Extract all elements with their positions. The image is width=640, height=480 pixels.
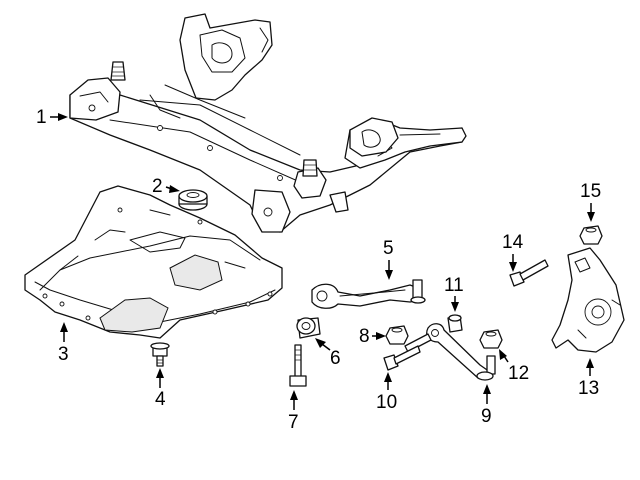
nut-15 <box>579 225 603 245</box>
callout-number-3: 3 <box>58 344 69 365</box>
nut-12 <box>479 329 503 349</box>
callout-8: 8 <box>359 326 386 347</box>
callout-number-11: 11 <box>444 275 464 296</box>
callout-4: 4 <box>155 368 166 410</box>
steering-knuckle <box>551 247 625 353</box>
callout-number-8: 8 <box>359 326 370 347</box>
callout-2: 2 <box>152 176 180 197</box>
engine-undercover <box>24 185 283 339</box>
callout-number-1: 1 <box>36 107 47 128</box>
callout-number-6: 6 <box>330 348 341 369</box>
subframe-crossmember <box>69 13 467 233</box>
callout-number-2: 2 <box>152 176 163 197</box>
callout-11: 11 <box>444 275 464 312</box>
callout-7: 7 <box>288 390 299 433</box>
spring-seat <box>178 189 208 211</box>
callout-number-4: 4 <box>155 389 166 410</box>
callout-14: 14 <box>502 232 524 272</box>
bolt-10 <box>383 345 421 371</box>
callout-3: 3 <box>58 322 69 365</box>
callout-12: 12 <box>499 349 529 384</box>
callout-number-7: 7 <box>288 412 299 433</box>
callout-1: 1 <box>36 107 68 128</box>
callout-13: 13 <box>578 358 599 399</box>
control-arm-upper <box>311 279 426 309</box>
nut-8 <box>385 325 409 345</box>
callout-number-14: 14 <box>502 232 524 253</box>
callout-6: 6 <box>315 338 341 369</box>
callout-15: 15 <box>580 181 601 222</box>
callout-5: 5 <box>383 238 394 280</box>
control-arm-bushing <box>296 317 321 339</box>
bolt-14 <box>509 259 549 287</box>
callout-number-10: 10 <box>376 392 397 413</box>
undercover-bolt <box>150 342 170 367</box>
callout-number-5: 5 <box>383 238 394 259</box>
control-arm-lower <box>404 323 496 381</box>
callout-number-15: 15 <box>580 181 601 202</box>
callout-9: 9 <box>481 384 492 427</box>
callout-10: 10 <box>376 372 397 413</box>
callout-number-13: 13 <box>578 378 599 399</box>
bushing-11 <box>447 314 463 333</box>
callout-number-12: 12 <box>508 363 529 384</box>
long-bolt-7 <box>289 344 307 387</box>
callout-number-9: 9 <box>481 406 492 427</box>
